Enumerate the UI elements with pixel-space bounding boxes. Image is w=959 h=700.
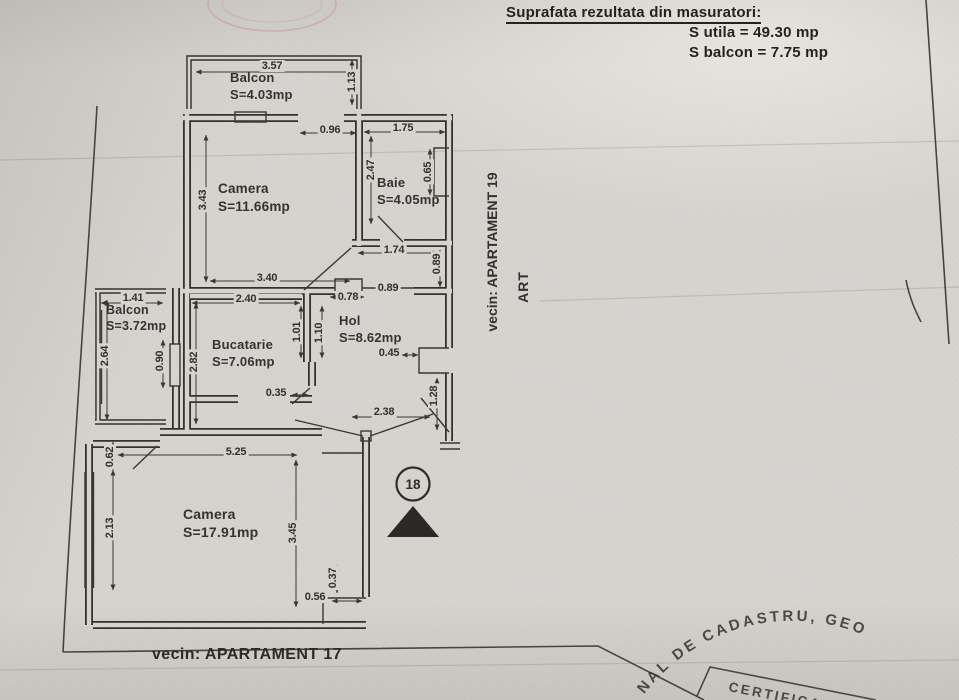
header-title: Suprafata rezultata din masuratori: (506, 4, 762, 24)
dimension-label: 2.13 (104, 515, 116, 541)
room-name: Baie (377, 175, 406, 190)
room-name: Bucatarie (212, 337, 274, 352)
room-name: Balcon (106, 303, 149, 317)
dimension-label: 2.47 (365, 157, 377, 183)
room-area: S=17.91mp (183, 524, 259, 541)
red-stamp-top (207, 0, 337, 32)
room-name: Hol (339, 313, 361, 328)
apartment-number-marker: 18 (395, 466, 431, 502)
art-label: ART (515, 271, 531, 303)
neighbor-label-apartment-17: vecin: APARTAMENT 17 (152, 646, 342, 663)
dimension-label: 0.65 (422, 159, 434, 185)
room-area: S=4.03mp (230, 86, 293, 102)
dimension-label: 0.96 (317, 124, 343, 136)
dimension-label: 1.28 (428, 383, 440, 409)
dimension-label: 0.90 (154, 348, 166, 374)
dimension-label: 0.45 (376, 347, 402, 359)
wall-inner-line (304, 291, 315, 386)
boundary-lines (62, 0, 950, 700)
neighbor-label-apartment-19: vecin: APARTAMENT 19 (484, 172, 500, 332)
dimension-label: 3.57 (259, 60, 285, 72)
header-s-balcon: S balcon = 7.75 mp (689, 44, 829, 61)
dimension-label: 1.74 (381, 244, 407, 256)
dimension-label: 0.35 (263, 387, 289, 399)
room-name: Balcon (230, 70, 275, 85)
room-area: S=4.05mp (377, 191, 440, 207)
stamp-certificat-text: CERTIFICAT (727, 679, 832, 700)
dimension-label: 2.64 (99, 343, 111, 369)
room-area: S=8.62mp (339, 329, 402, 345)
room-area: S=3.72mp (106, 319, 167, 334)
dimension-label: 0.37 (327, 565, 339, 591)
room-name: Camera (218, 181, 269, 196)
dimension-label: 1.41 (120, 292, 146, 304)
dimension-label: 2.82 (188, 349, 200, 375)
header-s-utila: S utila = 49.30 mp (689, 24, 819, 41)
dimension-label: 1.13 (346, 69, 358, 95)
wall-inner-line (187, 56, 361, 109)
room-area: S=7.06mp (212, 353, 275, 369)
room-name: Camera (183, 506, 236, 522)
paper-creases (0, 140, 959, 671)
dimension-label: 0.89 (375, 282, 401, 294)
dimension-label: 2.38 (371, 406, 397, 418)
dimension-label: 2.40 (233, 293, 259, 305)
dimension-label: 3.45 (287, 520, 299, 546)
dimension-label: 1.75 (390, 122, 416, 134)
dimension-label: 0.62 (104, 444, 116, 470)
dimension-label: 5.25 (223, 446, 249, 458)
dimension-label: 0.89 (431, 251, 443, 277)
wall-inner-line (95, 289, 166, 424)
marker-number-text: 18 (405, 477, 421, 492)
dimension-label: 1.10 (313, 320, 325, 346)
north-triangle-icon (387, 506, 439, 537)
walls-group (85, 55, 453, 629)
dimension-label: 1.01 (291, 319, 303, 345)
room-area: S=11.66mp (218, 198, 290, 214)
dimension-label: 0.78 (335, 291, 361, 303)
dimension-label: 3.43 (197, 187, 209, 213)
dimension-label: 0.56 (302, 591, 328, 603)
dimension-label: 3.40 (254, 272, 280, 284)
